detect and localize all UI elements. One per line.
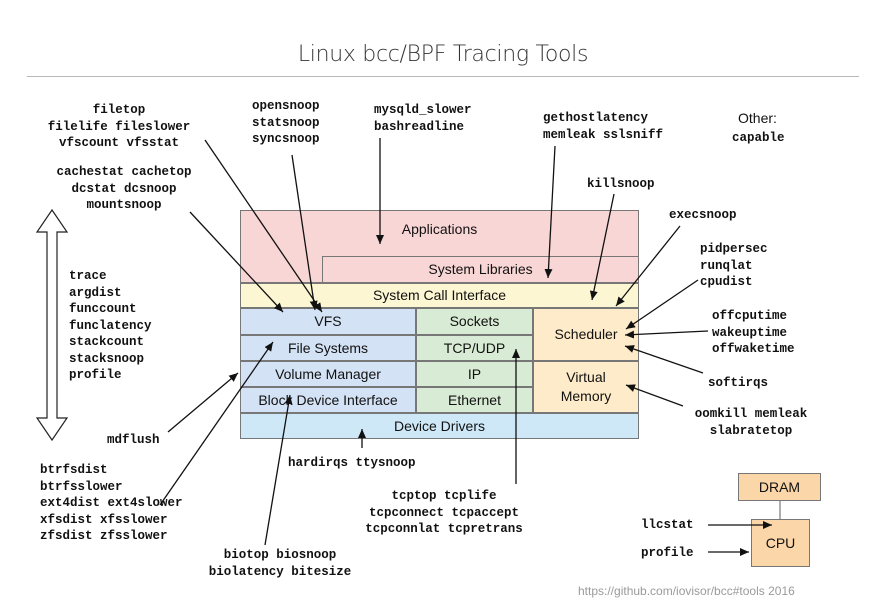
- mdflush-label: mdflush: [107, 433, 160, 447]
- generic-tools-label: trace argdist funccount funclatency stac…: [69, 269, 152, 382]
- ethernet-box: Ethernet: [416, 387, 533, 413]
- ip-label: IP: [467, 365, 482, 382]
- bio-tools-label: biotop biosnoop biolatency bitesize: [208, 548, 352, 579]
- device-drivers-label: Device Drivers: [393, 417, 485, 434]
- ip-box: IP: [416, 361, 533, 387]
- arrow-gethost-to-libraries: [544, 145, 556, 279]
- cpu-box: CPU: [751, 519, 810, 567]
- sockets-box: Sockets: [416, 308, 533, 335]
- other-label: Other:: [738, 110, 777, 126]
- virtual-memory-box: Virtual Memory: [533, 361, 639, 413]
- softirqs-label: softirqs: [708, 376, 769, 390]
- system-libraries-layer: System Libraries: [322, 256, 639, 283]
- arrow-softirqs-to-scheduler: [624, 345, 704, 374]
- sockets-label: Sockets: [449, 313, 500, 329]
- device-drivers-layer: Device Drivers: [240, 413, 639, 439]
- execsnoop-label: execsnoop: [669, 208, 737, 222]
- llcstat-label: llcstat: [641, 518, 694, 532]
- arrow-oomkill-to-memory: [625, 384, 684, 407]
- system-libraries-label: System Libraries: [428, 261, 533, 277]
- arrow-mdflush-to-volume: [167, 372, 239, 433]
- vfs-box: VFS: [240, 308, 416, 335]
- other-tools-label: capable: [732, 131, 785, 145]
- dram-label: DRAM: [758, 478, 801, 495]
- title-divider: [27, 76, 859, 77]
- fs-tools-label: btrfsdist btrfsslower ext4dist ext4slowe…: [40, 463, 183, 543]
- arrow-biotop-to-block: [264, 394, 293, 546]
- mysql-tools-label: mysqld_slower bashreadline: [374, 103, 472, 134]
- cpu-label: CPU: [765, 534, 796, 551]
- arrow-filetop-to-vfs: [204, 139, 323, 313]
- block-device-interface-label: Block Device Interface: [258, 391, 398, 408]
- killsnoop-label: killsnoop: [587, 177, 655, 191]
- arrow-pidpersec-to-scheduler: [625, 279, 699, 330]
- offcpu-tools-label: offcputime wakeuptime offwaketime: [712, 309, 795, 356]
- dram-box: DRAM: [738, 473, 821, 501]
- volume-manager-label: Volume Manager: [275, 365, 381, 382]
- syscall-interface-label: System Call Interface: [372, 287, 507, 303]
- arrow-execsnoop-to-syscall: [615, 225, 681, 307]
- source-footer: https://github.com/iovisor/bcc#tools 201…: [578, 584, 795, 598]
- profile-cpu-label: profile: [641, 546, 694, 560]
- scheduler-label: Scheduler: [554, 326, 618, 342]
- file-systems-label: File Systems: [287, 339, 369, 356]
- arrow-killsnoop-to-syscall: [589, 193, 615, 301]
- arrow-cachestat-to-vfs: [189, 211, 284, 313]
- arrow-opensnoop-to-vfs: [291, 154, 318, 311]
- syscall-interface-layer: System Call Interface: [240, 283, 639, 308]
- file-systems-box: File Systems: [240, 335, 416, 361]
- cache-tools-label: cachestat cachetop dcstat dcsnoop mounts…: [56, 165, 192, 212]
- file-tools-label: filetop filelife fileslower vfscount vfs…: [47, 103, 191, 150]
- gethost-tools-label: gethostlatency memleak sslsniff: [543, 111, 664, 142]
- ethernet-label: Ethernet: [448, 391, 501, 408]
- arrow-offcpu-to-scheduler: [624, 330, 709, 339]
- sched-tools-label: pidpersec runqlat cpudist: [700, 242, 768, 289]
- vfs-label: VFS: [314, 313, 342, 329]
- block-device-interface-box: Block Device Interface: [240, 387, 416, 413]
- open-tools-label: opensnoop statsnoop syncsnoop: [252, 99, 320, 146]
- hardirqs-tools-label: hardirqs ttysnoop: [288, 456, 416, 470]
- full-stack-double-arrow: [35, 208, 69, 442]
- applications-label: Applications: [401, 221, 478, 237]
- volume-manager-box: Volume Manager: [240, 361, 416, 387]
- mem-tools-label: oomkill memleak slabratetop: [694, 407, 808, 438]
- diagram-title: Linux bcc/BPF Tracing Tools: [297, 42, 589, 67]
- virtual-memory-label: Virtual Memory: [560, 369, 612, 404]
- arrow-fstools-to-filesystems: [159, 341, 274, 506]
- scheduler-box: Scheduler: [533, 308, 639, 361]
- tcp-tools-label: tcptop tcplife tcpconnect tcpaccept tcpc…: [365, 489, 523, 536]
- tcp-udp-label: TCP/UDP: [443, 339, 506, 356]
